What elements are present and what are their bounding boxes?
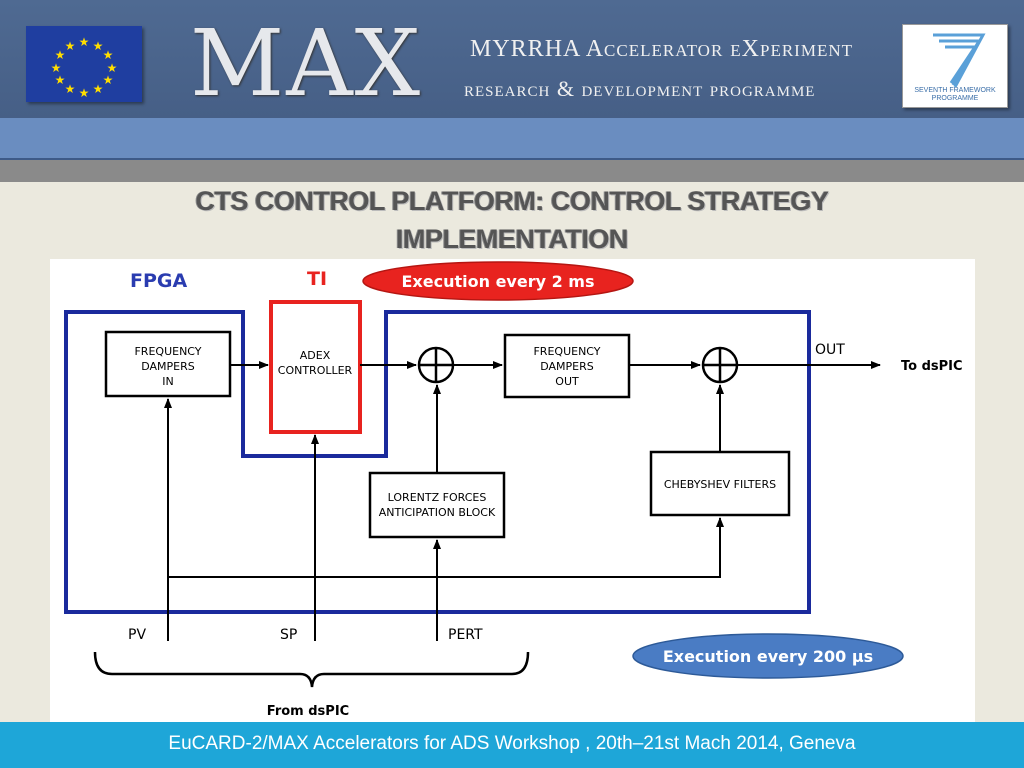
out-label: OUT [815, 342, 845, 358]
slide-title: CTS CONTROL PLATFORM: CONTROL STRATEGY I… [100, 182, 924, 258]
svg-text:★: ★ [79, 35, 90, 49]
footer-text: EuCARD-2/MAX Accelerators for ADS Worksh… [168, 733, 856, 754]
fp7-label: SEVENTH FRAMEWORK PROGRAMME [914, 87, 996, 102]
input-brace [93, 651, 530, 688]
exec-slow-badge: Execution every 200 µs [632, 633, 904, 679]
svg-text:IN: IN [162, 375, 173, 388]
svg-text:★: ★ [79, 86, 90, 100]
fpga-region-outline [64, 310, 811, 614]
exec-fast-badge: Execution every 2 ms [362, 261, 634, 301]
footer-bar: EuCARD-2/MAX Accelerators for ADS Worksh… [0, 722, 1024, 768]
fp7-seven-icon [933, 33, 986, 88]
svg-text:ANTICIPATION BLOCK: ANTICIPATION BLOCK [379, 506, 496, 519]
fp7-logo: SEVENTH FRAMEWORK PROGRAMME [902, 24, 1008, 108]
svg-text:★: ★ [65, 39, 76, 53]
block-chebyshev-filters: CHEBYSHEV FILTERS [649, 450, 791, 517]
svg-text:FREQUENCY: FREQUENCY [134, 345, 201, 358]
svg-text:★: ★ [93, 39, 104, 53]
svg-text:OUT: OUT [555, 375, 579, 388]
eu-stars-icon: ★ ★ ★ ★ ★ ★ ★ ★ ★ ★ ★ ★ [51, 35, 118, 100]
header-grey-strip [0, 160, 1024, 182]
programme-line-2: research & development programme [464, 76, 816, 101]
to-dspic-label: To dsPIC [901, 359, 963, 374]
block-adex-controller: ADEX CONTROLLER [278, 349, 353, 377]
header-band [0, 118, 1024, 160]
svg-text:★: ★ [65, 82, 76, 96]
control-strategy-diagram: FPGA TI Execution every 2 ms FREQUENCY D… [64, 261, 963, 719]
fpga-label: FPGA [130, 270, 187, 292]
ti-label: TI [307, 268, 327, 290]
header-banner [0, 0, 1024, 118]
svg-text:DAMPERS: DAMPERS [540, 360, 594, 373]
svg-text:★: ★ [55, 73, 66, 87]
eu-flag-logo: ★ ★ ★ ★ ★ ★ ★ ★ ★ ★ ★ ★ [26, 26, 142, 102]
pert-label: PERT [448, 627, 483, 643]
summing-junction-2 [701, 346, 739, 384]
pv-label: PV [128, 627, 146, 643]
svg-text:FREQUENCY: FREQUENCY [533, 345, 600, 358]
svg-text:LORENTZ FORCES: LORENTZ FORCES [388, 491, 487, 504]
block-frequency-dampers-out: FREQUENCY DAMPERS OUT [503, 333, 631, 399]
svg-text:ADEX: ADEX [300, 349, 331, 362]
svg-text:★: ★ [107, 61, 118, 75]
from-dspic-label: From dsPIC [267, 704, 349, 719]
block-lorentz-forces: LORENTZ FORCES ANTICIPATION BLOCK [368, 471, 506, 539]
sp-label: SP [280, 627, 297, 643]
summing-junction-1 [417, 346, 455, 384]
svg-text:★: ★ [55, 48, 66, 62]
svg-text:CHEBYSHEV FILTERS: CHEBYSHEV FILTERS [664, 478, 776, 491]
svg-text:CONTROLLER: CONTROLLER [278, 364, 353, 377]
svg-text:★: ★ [103, 73, 114, 87]
programme-line-1: MYRRHA Accelerator eXperiment [470, 36, 854, 62]
arrow-pv-to-chebyshev [168, 517, 724, 578]
max-logo: MAX [190, 10, 423, 117]
svg-text:DAMPERS: DAMPERS [141, 360, 195, 373]
exec-slow-label: Execution every 200 µs [663, 647, 873, 666]
svg-text:★: ★ [51, 61, 62, 75]
diagram-panel: FPGA TI Execution every 2 ms FREQUENCY D… [50, 259, 975, 722]
exec-fast-label: Execution every 2 ms [402, 272, 595, 291]
svg-text:★: ★ [103, 48, 114, 62]
svg-text:★: ★ [93, 82, 104, 96]
slide-title-line-2: IMPLEMENTATION [396, 224, 628, 254]
block-frequency-dampers-in: FREQUENCY DAMPERS IN [104, 330, 232, 398]
slide-title-line-1: CTS CONTROL PLATFORM: CONTROL STRATEGY [195, 186, 829, 216]
ti-region-outline [269, 300, 362, 434]
